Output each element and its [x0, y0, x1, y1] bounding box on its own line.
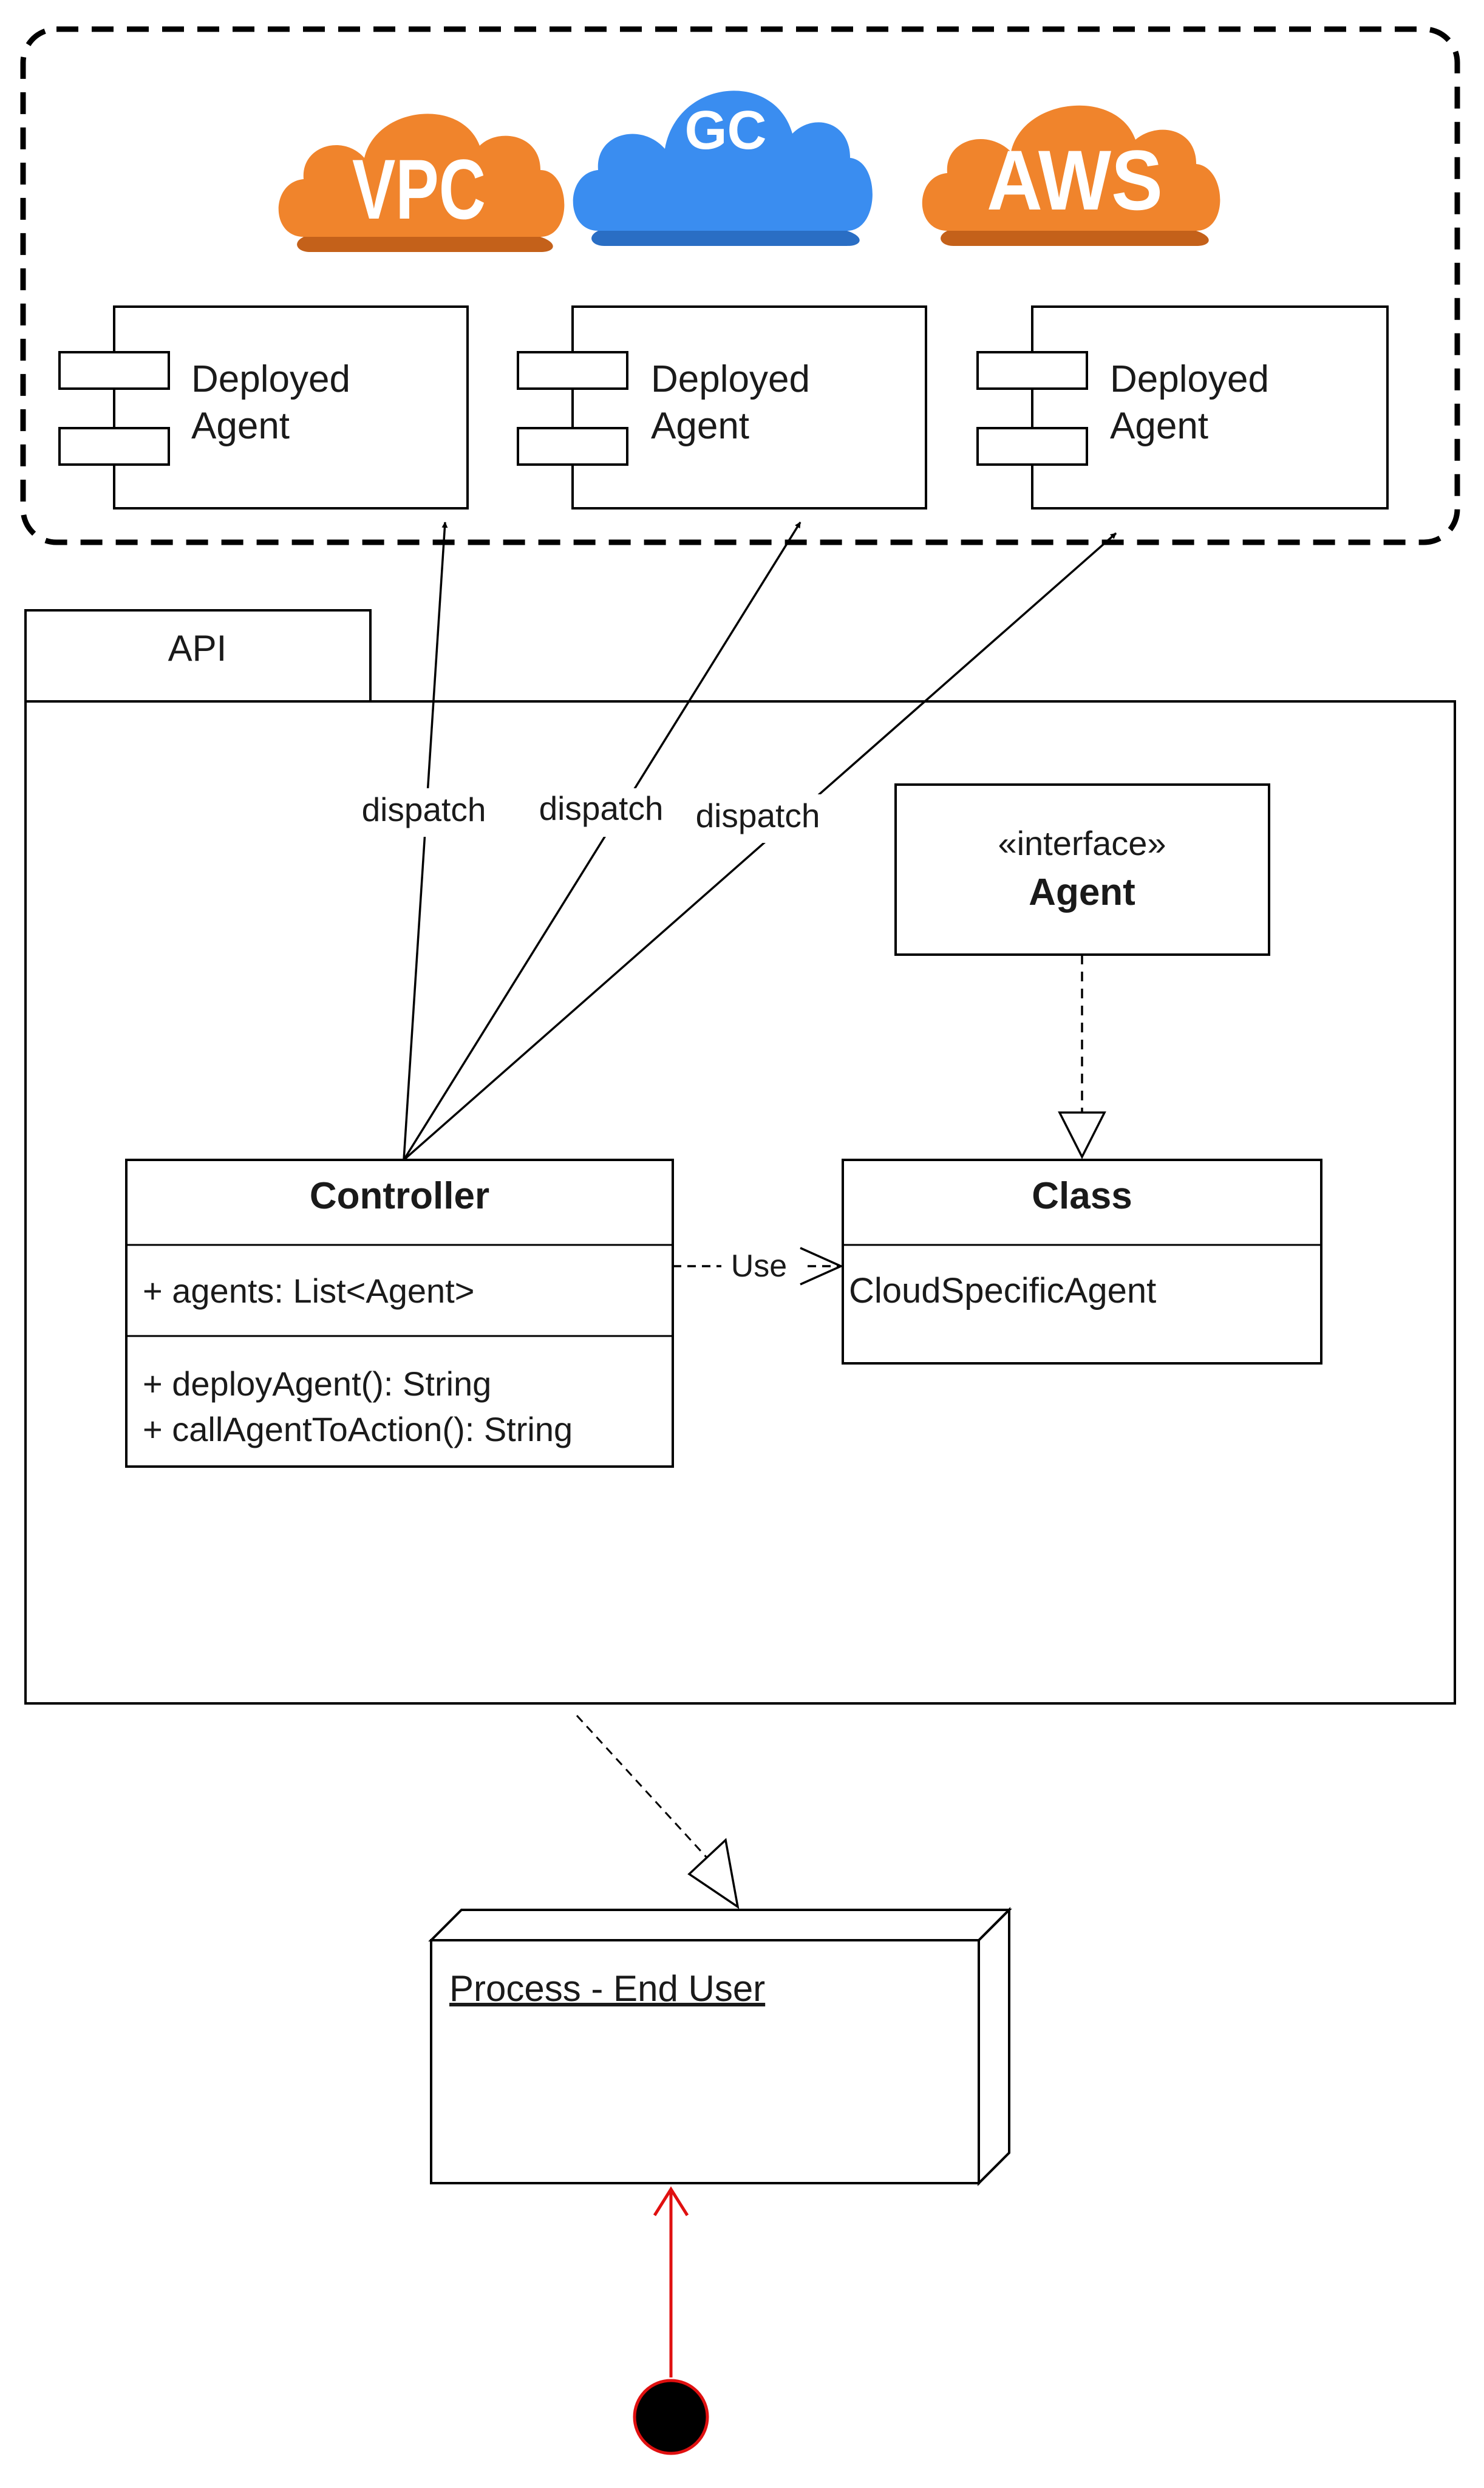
controller-name: Controller	[310, 1175, 489, 1217]
dispatch-arrow-1	[403, 522, 448, 1160]
deployed-agent-1: Deployed Agent	[58, 305, 469, 510]
interface-stereotype: «interface»	[998, 824, 1166, 862]
cloud-vpc: VPC	[278, 114, 565, 252]
agent-label-line2: Agent	[1110, 405, 1208, 447]
class-name: Class	[1032, 1175, 1132, 1217]
component-port-icon	[517, 351, 628, 390]
deployed-agent-3: Deployed Agent	[976, 305, 1389, 510]
dispatch-arrow-3	[403, 532, 1117, 1161]
agent-label-line2: Agent	[191, 405, 290, 447]
dispatch-arrow-2	[403, 522, 802, 1160]
component-port-icon	[517, 427, 628, 466]
start-arrow-head	[653, 2186, 689, 2217]
deployment-boundary	[20, 26, 1460, 545]
deployed-agent-2: Deployed Agent	[517, 305, 927, 510]
dispatch-label-2: dispatch	[539, 789, 664, 827]
class-body: CloudSpecificAgent	[849, 1271, 1156, 1310]
cloud-label-aws: AWS	[987, 132, 1163, 228]
api-package: API	[24, 609, 1456, 1705]
component-port-icon	[976, 351, 1088, 390]
api-package-tab	[24, 609, 372, 703]
component-port-icon	[976, 427, 1088, 466]
agent-label-line1: Deployed	[1110, 358, 1269, 400]
cloud-gc: GC	[573, 90, 873, 246]
cloud-label-gc: GC	[685, 100, 767, 161]
dispatch-label-3: dispatch	[696, 797, 820, 834]
process-node-label: Process - End User	[449, 1968, 765, 2009]
class-box: Class CloudSpecificAgent	[842, 1159, 1322, 1365]
interface-agent: «interface» Agent	[894, 783, 1270, 956]
component-port-icon	[58, 351, 170, 390]
dispatch-label-1: dispatch	[362, 791, 486, 828]
agent-label-line1: Deployed	[651, 358, 810, 400]
initial-node-flow	[633, 2186, 709, 2455]
agent-label-line2: Agent	[651, 405, 749, 447]
api-to-process-dependency	[576, 1714, 740, 1909]
process-node: Process - End User	[428, 1907, 1012, 2186]
dispatch-arrows	[403, 522, 1117, 1161]
cloud-aws: AWS	[922, 105, 1220, 246]
cloud-label-vpc: VPC	[352, 141, 486, 237]
use-label: Use	[731, 1249, 787, 1284]
agent-label-line1: Deployed	[191, 358, 350, 400]
use-dependency: Use	[673, 1247, 844, 1286]
api-package-label: API	[168, 628, 227, 669]
controller-method: + deployAgent(): String	[143, 1365, 491, 1403]
controller-class: Controller + agents: List<Agent> + deplo…	[125, 1159, 674, 1468]
controller-attribute: + agents: List<Agent>	[143, 1272, 474, 1310]
initial-node	[633, 2379, 709, 2455]
realization-arrow	[1058, 955, 1106, 1159]
interface-name: Agent	[1029, 871, 1135, 913]
controller-method: + callAgentToAction(): String	[143, 1410, 573, 1448]
component-port-icon	[58, 427, 170, 466]
